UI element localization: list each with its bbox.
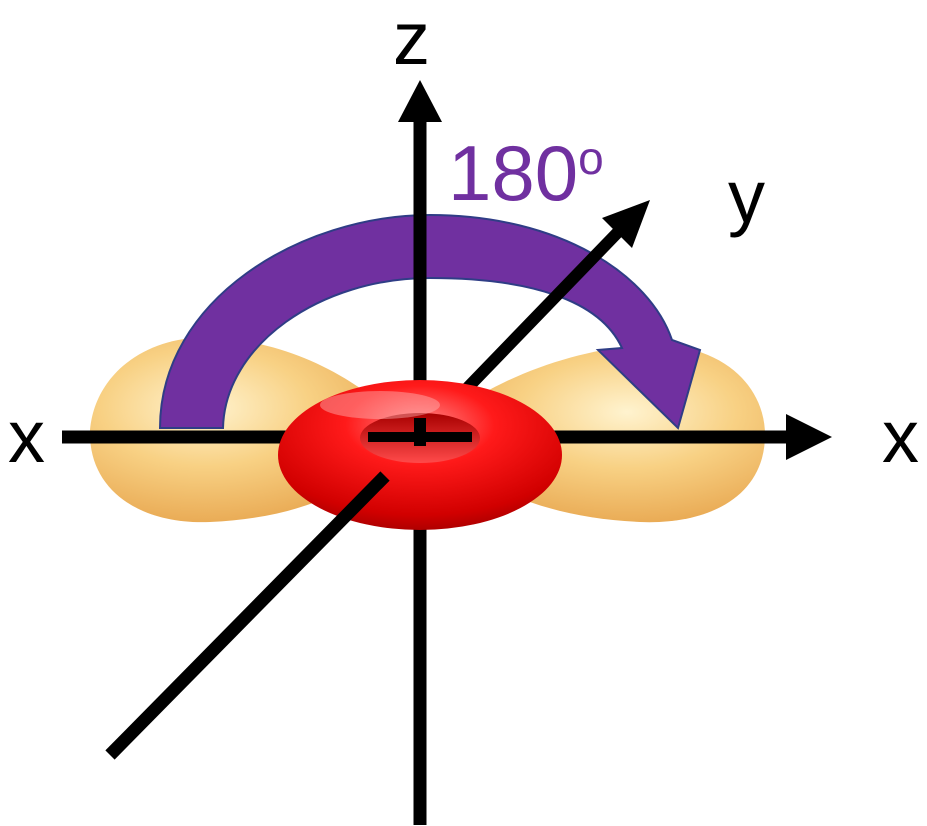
x-axis-arrowhead [786, 414, 832, 460]
y-axis-arrowhead [602, 200, 650, 248]
rotation-angle-value: 180 [448, 129, 578, 217]
z-axis-arrowhead [398, 80, 442, 122]
y-axis-line-lower [105, 471, 390, 760]
rotation-angle-label: 180o [448, 129, 604, 217]
y-axis-label: y [728, 155, 765, 238]
x-axis-label-right: x [882, 395, 919, 478]
rotation-arrow-icon [158, 213, 702, 430]
rotation-arrow-body [158, 213, 702, 430]
torus-highlight [320, 391, 440, 419]
rotation-angle-degree-sign: o [578, 132, 604, 184]
x-axis-label-left: x [8, 395, 45, 478]
torus-ring-icon [278, 380, 562, 530]
z-axis-label: z [393, 0, 430, 80]
